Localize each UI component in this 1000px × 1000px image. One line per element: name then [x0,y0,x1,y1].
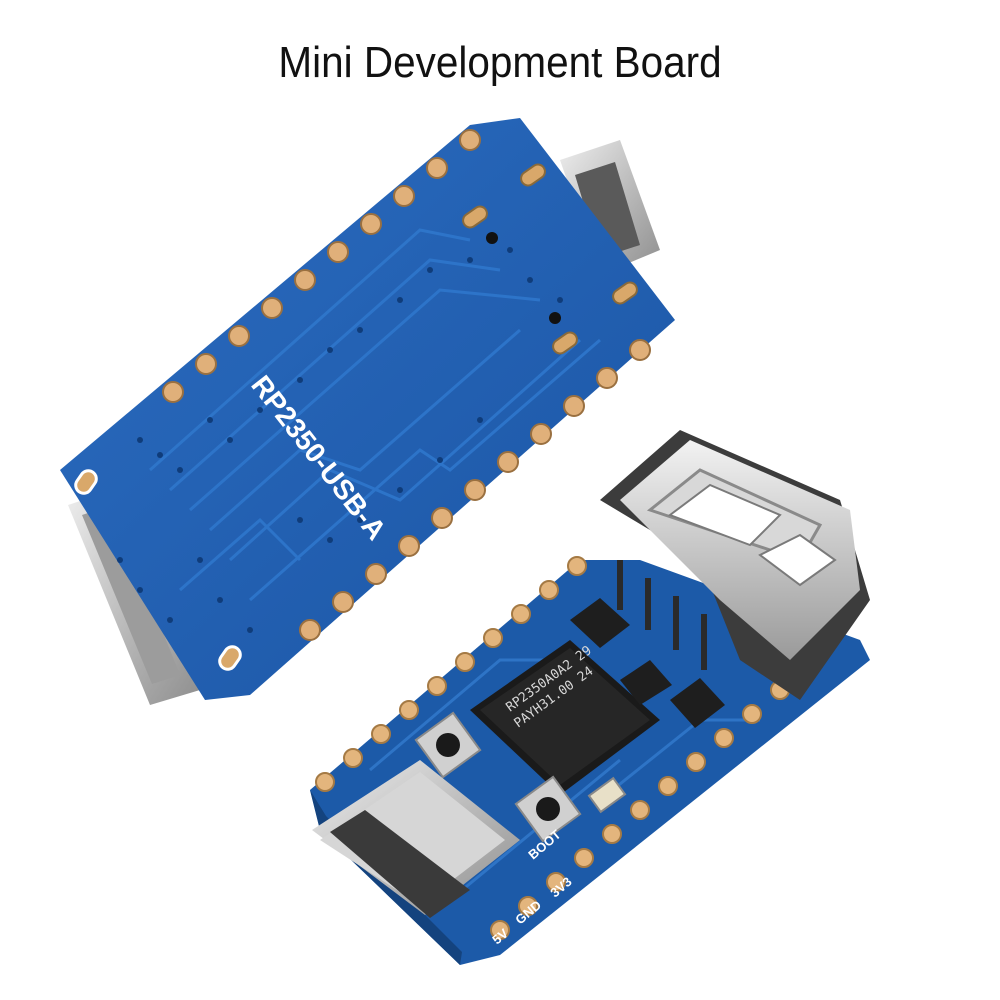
front-pads-left [315,556,587,792]
castellated-pads-top [162,129,481,403]
usb-c-port [312,760,520,918]
boot-button [514,775,582,843]
board-back: RP2350-USB-A [60,118,675,705]
castellated-pads-bottom [299,339,651,641]
rp2350-chip: RP2350A0A2 29 PAYH31.00 24 [470,640,660,795]
usb-c-port-back [560,140,660,275]
usb-a-port [600,430,870,700]
reset-button [414,711,482,779]
page-title: Mini Development Board [278,38,722,87]
board-front: RP2350A0A2 29 PAYH31.00 24 5V GND 3V3 BO… [310,430,870,965]
usb-a-port-back [68,488,200,705]
